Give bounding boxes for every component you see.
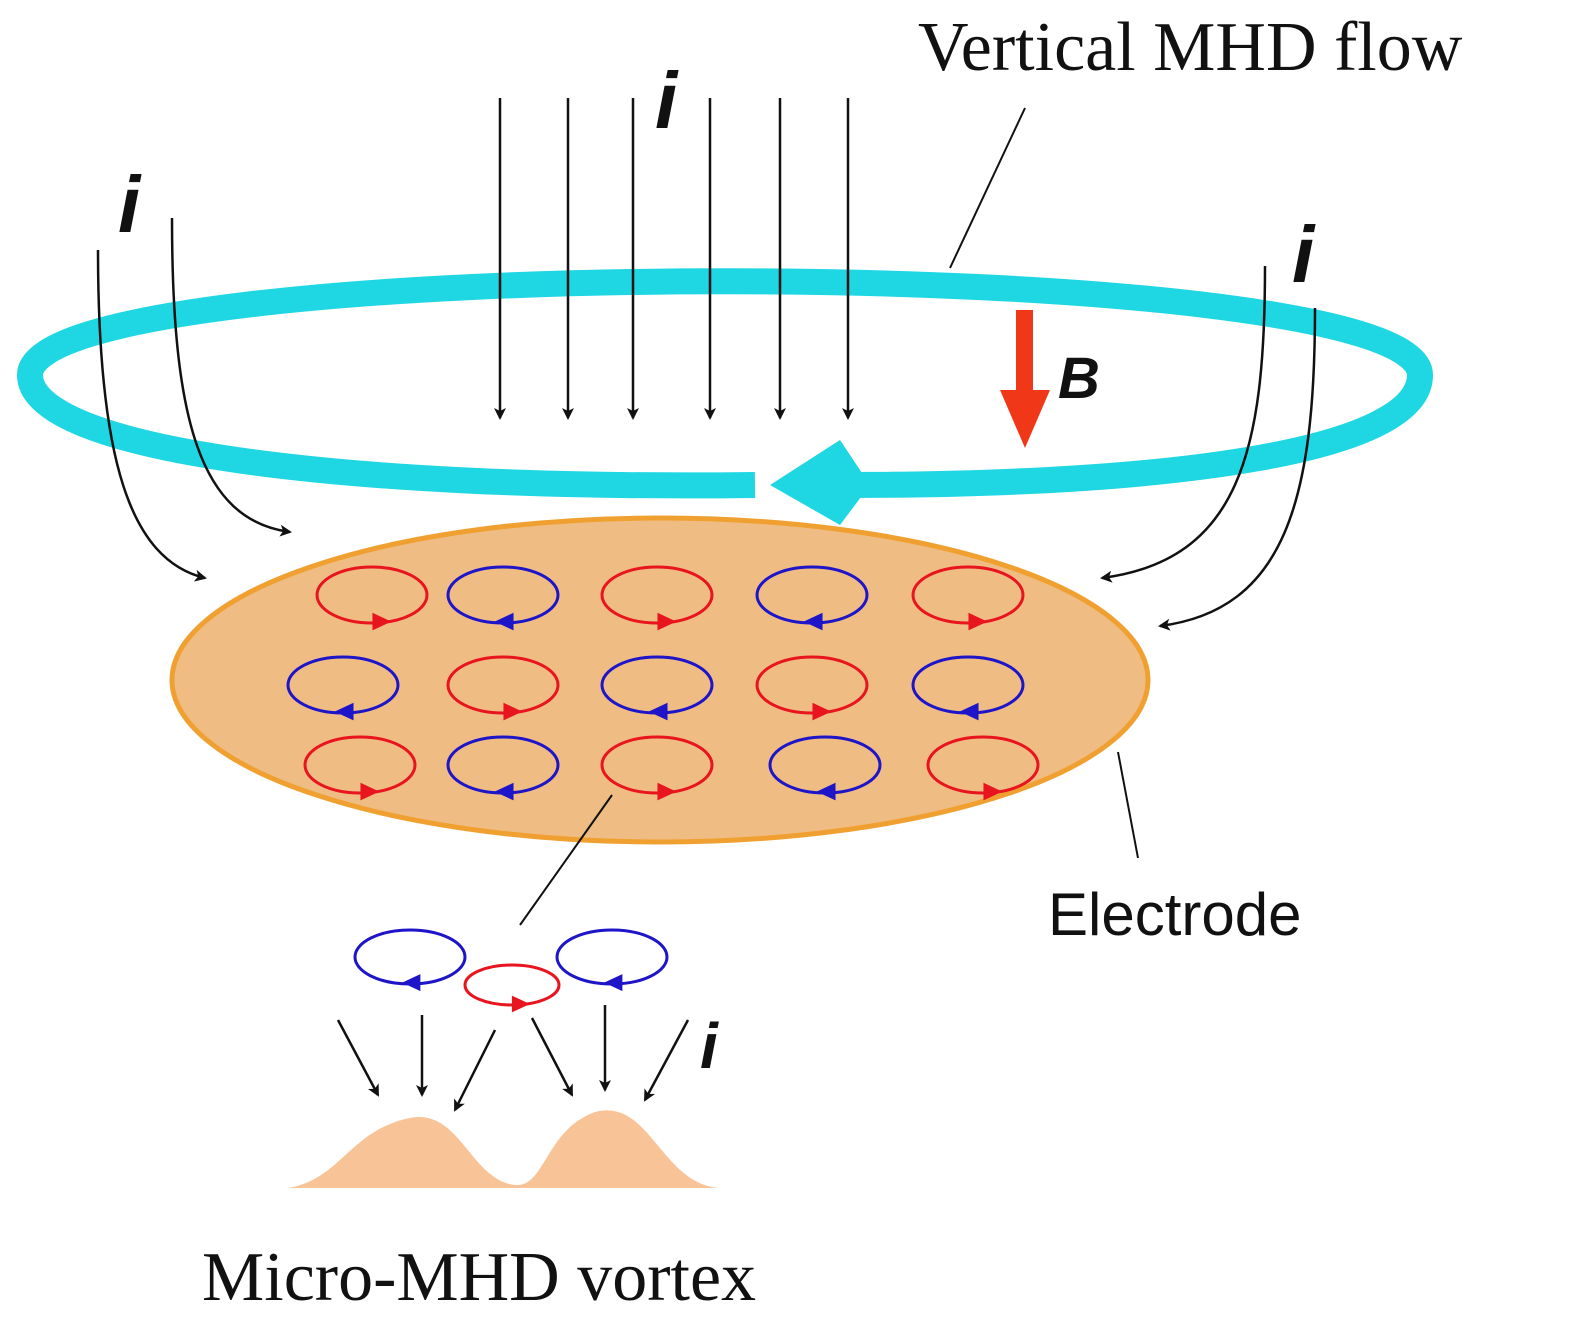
vortex-blue xyxy=(911,655,1025,721)
field-label: B xyxy=(1058,346,1100,411)
vortex-red xyxy=(600,735,714,801)
current-label-top: i xyxy=(655,56,679,145)
vortex-direction-arrowhead xyxy=(812,702,832,721)
vortex-loop xyxy=(755,655,869,715)
vortex-direction-arrowhead xyxy=(983,782,1003,801)
flow-ring-path xyxy=(16,268,1434,499)
vortex-red xyxy=(446,655,560,721)
vortex-loop xyxy=(315,565,429,625)
current-arrow-right-inner xyxy=(1100,265,1267,583)
vortex-red xyxy=(755,655,869,721)
vortex-direction-arrowhead xyxy=(334,702,354,721)
zoom-vortices xyxy=(353,928,669,1013)
vortex-red xyxy=(911,565,1025,631)
current-arrow-left-outer xyxy=(96,249,207,582)
zoom-current-arrow xyxy=(453,1029,497,1112)
vertical-current-arrows xyxy=(494,98,854,420)
vortex-direction-arrowhead xyxy=(648,702,668,721)
vortex-blue xyxy=(768,735,882,801)
vortex-direction-arrowhead xyxy=(360,782,380,801)
vortex-direction-arrowhead xyxy=(657,612,677,631)
flow-leader-line xyxy=(949,107,1026,269)
vortex-loop xyxy=(911,565,1025,625)
micro-vortex-label: Micro-MHD vortex xyxy=(202,1239,756,1316)
current-label-right: i xyxy=(1292,210,1316,299)
zoom-vortex-red xyxy=(463,963,561,1013)
vortex-loop xyxy=(555,928,669,986)
current-label-zoom: i xyxy=(700,1010,719,1082)
vortex-direction-arrowhead xyxy=(511,995,530,1013)
zoom-vortex-blue xyxy=(353,928,467,992)
zoom-vortex-blue xyxy=(555,928,669,992)
vortex-blue xyxy=(286,655,400,721)
deposit-peaks xyxy=(288,1110,718,1188)
vortex-direction-arrowhead xyxy=(816,782,836,801)
vortex-direction-arrowhead xyxy=(968,612,988,631)
zoom-current-arrow xyxy=(643,1019,690,1102)
vortex-loop xyxy=(600,565,714,625)
vortex-direction-arrowhead xyxy=(959,702,979,721)
vortex-grid xyxy=(286,565,1040,801)
current-label-left: i xyxy=(118,160,142,249)
vortex-direction-arrowhead xyxy=(402,974,421,992)
curved-current-arrows xyxy=(96,217,1317,631)
vortex-blue xyxy=(446,565,560,631)
vortex-direction-arrowhead xyxy=(803,612,823,631)
vortex-loop xyxy=(353,928,467,986)
flow-direction-arrowhead xyxy=(770,440,870,525)
vortex-red xyxy=(303,735,417,801)
zoom-current-arrow xyxy=(336,1019,380,1097)
current-arrow-right-outer xyxy=(1158,307,1317,631)
vortex-red xyxy=(600,565,714,631)
electrode-leader-line xyxy=(1117,751,1139,859)
electrode-label: Electrode xyxy=(1048,881,1301,948)
current-arrow-left-inner xyxy=(170,217,292,537)
vortex-direction-arrowhead xyxy=(657,782,677,801)
vortex-red xyxy=(315,565,429,631)
vortex-loop xyxy=(303,735,417,795)
vertical-flow-ring xyxy=(16,268,1434,525)
zoom-current-arrows xyxy=(336,1005,690,1112)
vortex-direction-arrowhead xyxy=(372,612,392,631)
vortex-direction-arrowhead xyxy=(503,702,523,721)
zoom-region xyxy=(288,928,718,1188)
zoom-current-arrow xyxy=(530,1017,574,1097)
vortex-loop xyxy=(600,735,714,795)
vertical-flow-label: Vertical MHD flow xyxy=(918,9,1463,86)
magnetic-field-arrow xyxy=(1000,310,1050,448)
zoom-leader-line xyxy=(519,794,613,926)
vortex-blue xyxy=(446,735,560,801)
field-arrow-head xyxy=(1000,390,1050,448)
vortex-blue xyxy=(755,565,869,631)
vortex-direction-arrowhead xyxy=(494,612,514,631)
vortex-loop xyxy=(446,655,560,715)
vortex-loop xyxy=(926,735,1040,795)
vortex-red xyxy=(926,735,1040,801)
vortex-direction-arrowhead xyxy=(494,782,514,801)
field-arrow-shaft xyxy=(1016,310,1033,396)
vortex-blue xyxy=(600,655,714,721)
vortex-direction-arrowhead xyxy=(604,974,623,992)
